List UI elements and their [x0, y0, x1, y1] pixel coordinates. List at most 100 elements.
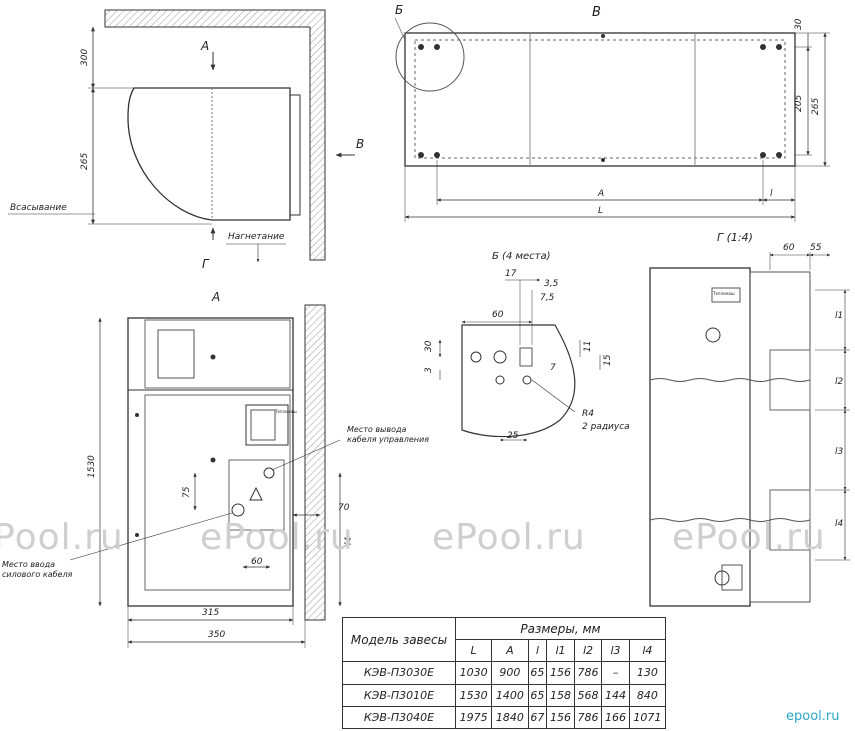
end-dim-55: 55 [810, 243, 822, 253]
front-dim-70: 70 [338, 503, 350, 513]
table-cell: 1840 [491, 705, 529, 730]
table-col-l3: l3 [601, 639, 630, 663]
table-cell: 166 [601, 705, 630, 730]
side-view [8, 9, 355, 263]
top-dim-205: 205 [794, 94, 804, 112]
table-cell: – [601, 661, 630, 685]
table-col-A: A [491, 639, 529, 663]
detail-dim-30: 30 [424, 340, 434, 352]
table-col-l: l [527, 639, 548, 663]
table-cell: 1071 [628, 705, 667, 730]
table-cell: 1975 [454, 705, 493, 730]
table-cell: 840 [628, 683, 667, 707]
side-dim-300: 300 [80, 48, 90, 66]
side-dim-265: 265 [80, 152, 90, 170]
unit-side-profile [127, 87, 291, 221]
front-dim-1530: 1530 [87, 455, 97, 478]
watermark-4: ePool.ru [672, 517, 826, 558]
table-cell: 786 [573, 661, 603, 685]
table-cell: 65 [527, 661, 548, 685]
detail-b-circle [395, 22, 465, 92]
end-dim-l2: l2 [835, 377, 844, 387]
display-brand: Тепломаш [275, 409, 297, 414]
front-view-label-a: А [212, 290, 221, 304]
detail-dim-7-5: 7,5 [540, 293, 555, 303]
end-dim-l4: l4 [835, 519, 844, 529]
table-row: КЭВ-П3030Е 1030 900 65 156 786 – 130 [342, 661, 667, 685]
front-dim-315: 315 [202, 608, 220, 618]
table-row: КЭВ-П3040Е 1975 1840 67 156 786 166 1071 [342, 705, 667, 730]
table-header-dims: Размеры, мм [455, 616, 666, 641]
detail-dim-r4: R4 [582, 409, 594, 419]
detail-b-title: Б (4 места) [492, 251, 551, 262]
suction-label: Всасывание [10, 203, 67, 213]
table-col-l2: l2 [573, 639, 603, 663]
end-dim-60: 60 [783, 243, 795, 253]
side-arrow-label-a: А [201, 39, 210, 53]
front-dim-60: 60 [251, 557, 263, 567]
top-dim-l: l [770, 189, 773, 199]
detail-dim-25: 25 [507, 431, 519, 441]
top-dim-a: A [598, 189, 605, 199]
table-cell: 786 [573, 705, 603, 730]
control-cable-hole [263, 467, 275, 479]
top-view-label-v: В [592, 5, 601, 20]
table-cell: 1400 [491, 683, 529, 707]
front-dim-350: 350 [208, 630, 226, 640]
detail-dim-17: 17 [505, 269, 517, 279]
end-nameplate [711, 287, 741, 303]
detail-dim-15: 15 [603, 354, 613, 366]
front-dim-75: 75 [182, 486, 192, 498]
end-plate-brand: Тепломаш [713, 291, 735, 296]
table-header-model: Модель завесы [342, 616, 456, 663]
end-dim-l1: l1 [835, 311, 844, 321]
warning-triangle [249, 486, 263, 501]
table-cell-model: КЭВ-П3010Е [342, 683, 456, 707]
detail-dim-60: 60 [492, 310, 504, 320]
top-dim-265: 265 [811, 97, 821, 115]
control-cable-label: Место вывода кабеля управления [347, 425, 429, 445]
side-arrow-label-b: В [356, 137, 365, 151]
watermark-2: ePool.ru [200, 517, 354, 558]
unit-top-outline [404, 32, 796, 167]
unit-front-outline [127, 317, 294, 607]
detail-radii-label: 2 радиуса [582, 422, 630, 432]
display-panel [245, 404, 289, 446]
watermark-1: ePool.ru [0, 517, 124, 558]
power-cable-label: Место ввода силового кабеля [2, 560, 73, 580]
table-cell: 158 [546, 683, 575, 707]
end-dim-l3: l3 [835, 447, 844, 457]
ceiling-hatch [104, 9, 326, 261]
power-cable-hole [231, 503, 245, 517]
table-row: КЭВ-П3010Е 1530 1400 65 158 568 144 840 [342, 683, 667, 707]
table-cell: 156 [546, 705, 575, 730]
table-cell: 156 [546, 661, 575, 685]
detail-dim-7: 7 [550, 363, 556, 373]
detail-dim-3: 3 [424, 367, 434, 373]
table-cell: 1530 [454, 683, 493, 707]
discharge-label: Нагнетание [228, 232, 285, 242]
detail-b [438, 278, 601, 442]
table-cell: 130 [628, 661, 667, 685]
end-view-title: Г (1:4) [717, 231, 753, 244]
side-arrow-label-g: Г [202, 257, 209, 271]
detail-dim-11: 11 [583, 340, 593, 352]
table-cell: 568 [573, 683, 603, 707]
end-badge [705, 327, 721, 343]
wall-hatch-right [304, 304, 326, 621]
end-view [649, 252, 850, 607]
table-cell: 65 [527, 683, 548, 707]
watermark-3: ePool.ru [432, 517, 586, 558]
site-logo: epool.ru [786, 709, 840, 724]
table-cell: 144 [601, 683, 630, 707]
table-cell-model: КЭВ-П3030Е [342, 661, 456, 685]
table-col-L: L [454, 639, 493, 663]
front-view [69, 304, 342, 648]
detail-b-cutout [461, 324, 576, 438]
end-display [721, 564, 743, 591]
detail-b-callout: Б [395, 3, 404, 17]
table-cell: 1030 [454, 661, 493, 685]
table-cell-model: КЭВ-П3040Е [342, 705, 456, 730]
detail-dim-3-5: 3,5 [544, 279, 559, 289]
